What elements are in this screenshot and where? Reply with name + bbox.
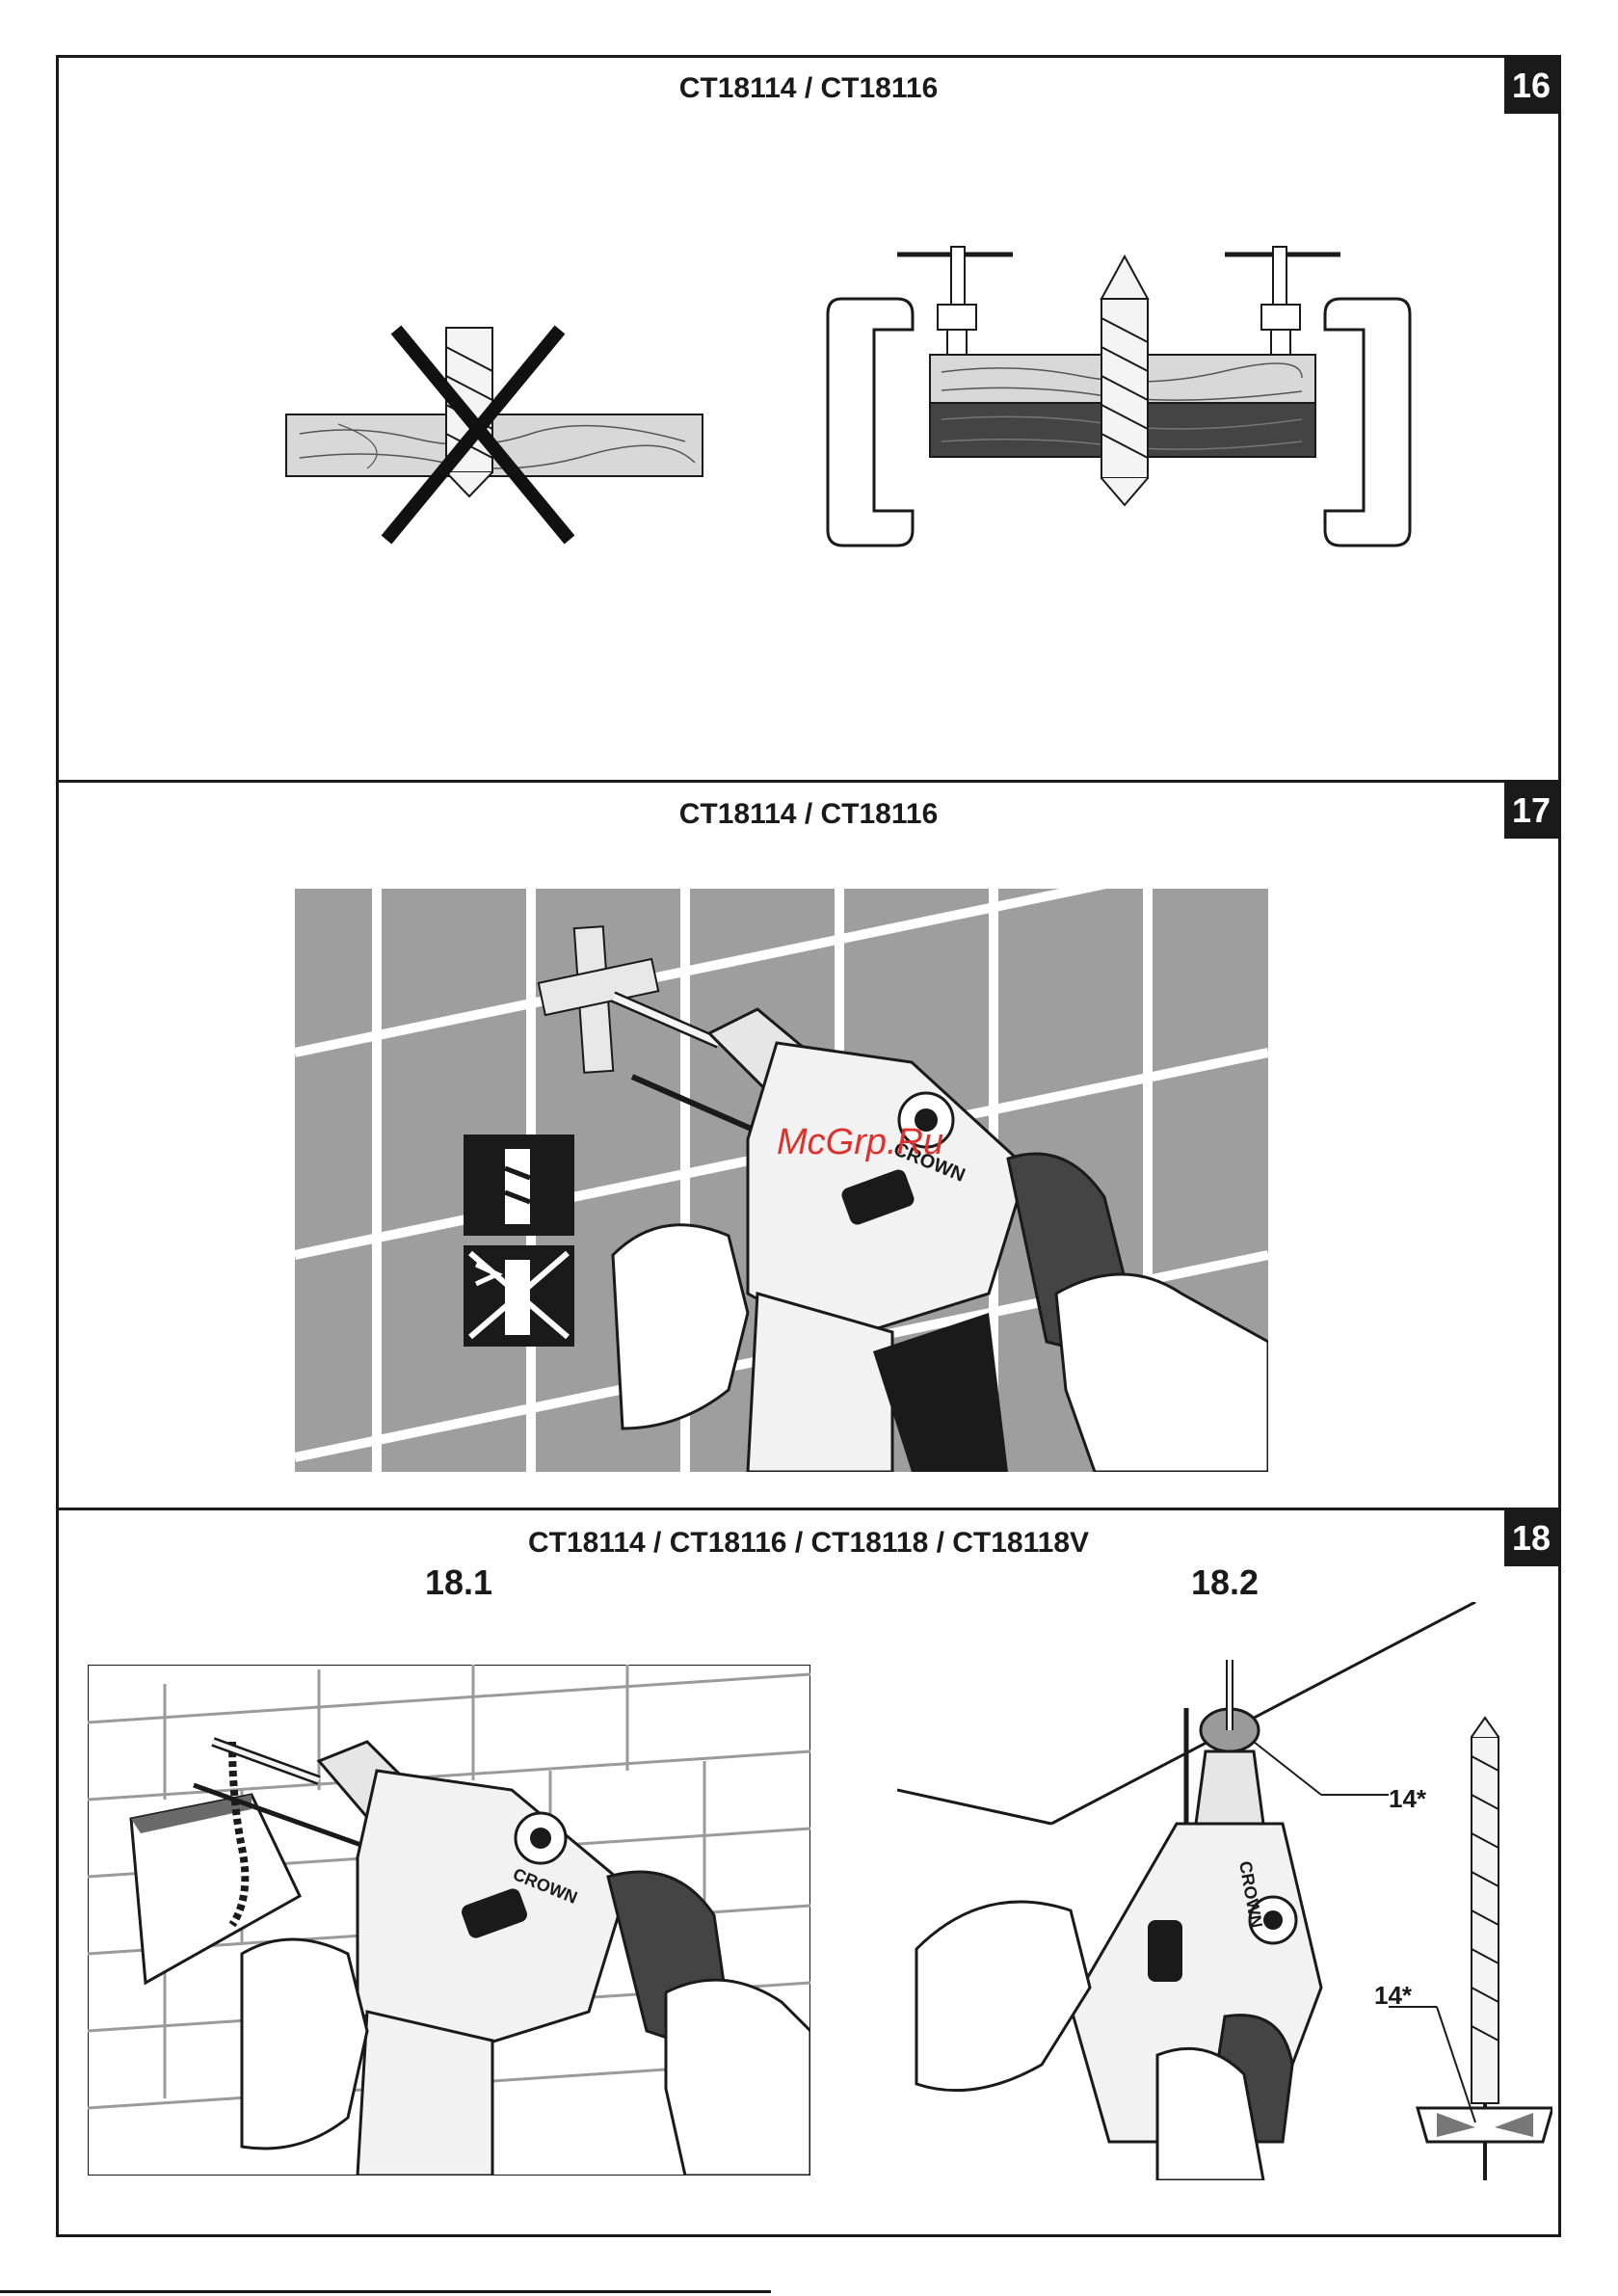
figure-16-title: CT18114 / CT18116 xyxy=(59,72,1558,105)
footer-rule xyxy=(0,2290,771,2293)
figure-17-panel: CT18114 / CT18116 17 xyxy=(59,783,1558,1508)
figure-18-panel: CT18114 / CT18116 / CT18118 / CT18118V 1… xyxy=(59,1510,1558,2234)
callout-14-bottom: 14* xyxy=(1374,1981,1412,2011)
clamped-drilling-illustration xyxy=(820,222,1418,627)
tile-drilling-illustration: CROWN xyxy=(295,889,1268,1472)
figure-18-2-label: 18.2 xyxy=(1191,1562,1259,1603)
hammer-drill-mode-icon xyxy=(464,1135,574,1236)
figure-18-title: CT18114 / CT18116 / CT18118 / CT18118V xyxy=(59,1527,1558,1560)
no-hammer-mode-icon xyxy=(464,1245,574,1347)
callout-14-top: 14* xyxy=(1389,1784,1426,1814)
watermark-text: McGrp.Ru xyxy=(777,1122,943,1163)
unclamped-drilling-illustration xyxy=(280,280,782,588)
dust-cap-icon xyxy=(1418,1718,1552,2180)
drill-bit-icon xyxy=(1101,256,1148,505)
figure-16-panel: CT18114 / CT18116 16 xyxy=(59,58,1558,780)
overhead-drilling-illustration: CROWN xyxy=(897,1602,1552,2180)
figure-18-1-label: 18.1 xyxy=(425,1562,492,1603)
figure-18-number-badge: 18 xyxy=(1504,1510,1558,1566)
figure-17-number-badge: 17 xyxy=(1504,783,1558,839)
figure-16-number-badge: 16 xyxy=(1504,58,1558,114)
horizontal-drilling-illustration: CROWN xyxy=(88,1665,810,2176)
figure-17-title: CT18114 / CT18116 xyxy=(59,798,1558,831)
